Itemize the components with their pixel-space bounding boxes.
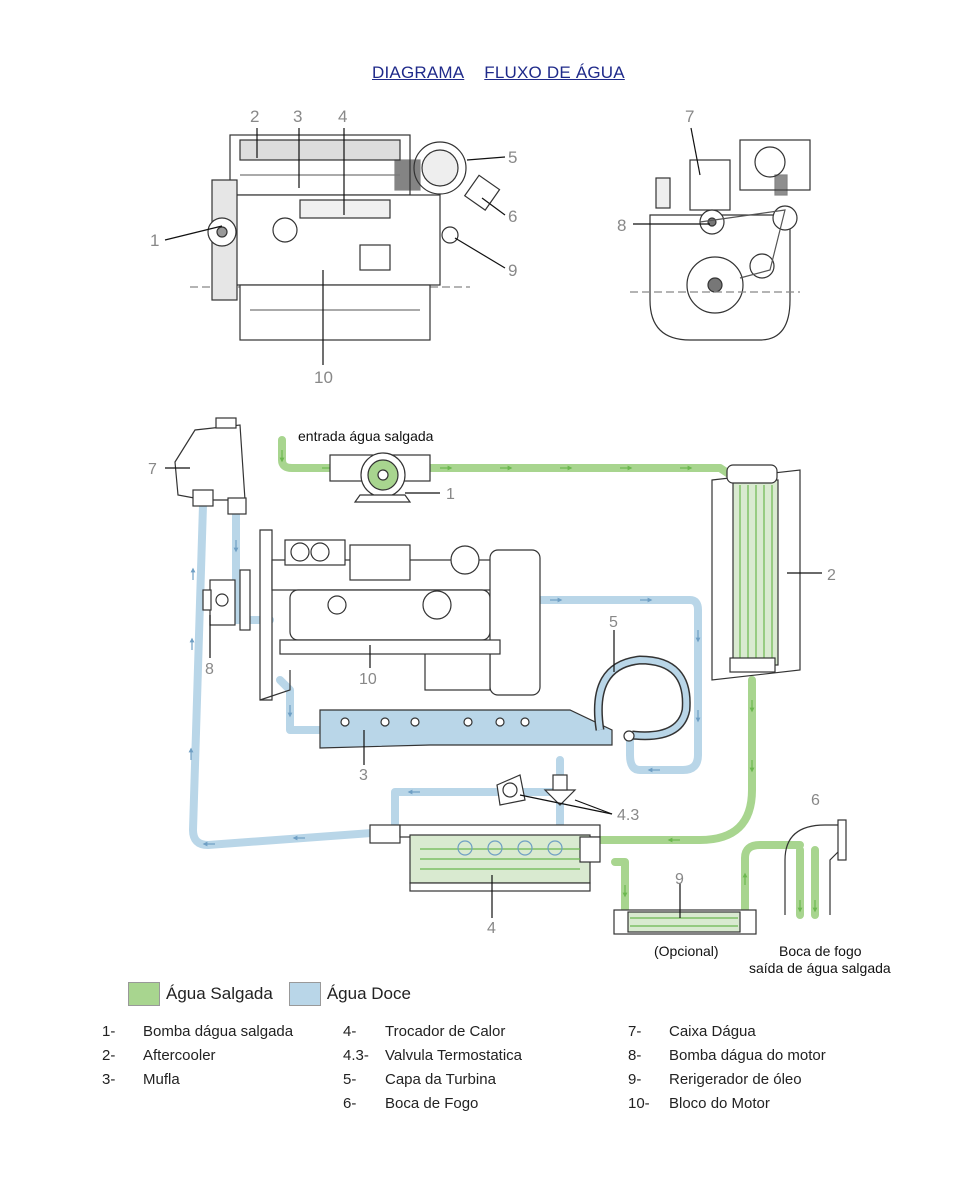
flow-numbers: 7 1 2 8 10 5 3 4.3 4 9 6 xyxy=(148,461,836,937)
flow-label-4: 4 xyxy=(487,920,496,937)
item-7-label: Caixa Dágua xyxy=(669,1023,756,1040)
legend-label-fresh: Água Doce xyxy=(326,984,411,1003)
item-9-label: Rerigerador de óleo xyxy=(669,1071,802,1088)
engine-front-view xyxy=(630,139,811,341)
turbo-cap-5 xyxy=(593,655,691,742)
flow-label-10: 10 xyxy=(359,671,377,688)
engine-block-10 xyxy=(259,529,541,701)
exhaust-elbow-6 xyxy=(784,819,847,915)
thermostat-valves-43 xyxy=(496,774,577,806)
item-3-num: 3- xyxy=(102,1071,116,1088)
top-label-6: 6 xyxy=(508,207,517,226)
item-3-label: Mufla xyxy=(143,1071,180,1088)
item-2-label: Aftercooler xyxy=(143,1047,216,1064)
item-43-num: 4.3- xyxy=(343,1047,369,1064)
top-label-2: 2 xyxy=(250,107,259,126)
diagram-title: DIAGRAMA FLUXO DE ÁGUA xyxy=(372,63,625,83)
exhaust-label-line2: saída de água salgada xyxy=(749,960,891,976)
item-10-label: Bloco do Motor xyxy=(669,1095,770,1112)
top-label-10: 10 xyxy=(314,368,333,387)
item-10-num: 10- xyxy=(628,1095,650,1112)
item-9-num: 9- xyxy=(628,1071,642,1088)
inlet-label: entrada água salgada xyxy=(298,428,434,444)
flow-label-3: 3 xyxy=(359,767,368,784)
item-43-label: Valvula Termostatica xyxy=(385,1047,523,1064)
optional-label: (Opcional) xyxy=(654,943,719,959)
title-part-2: FLUXO DE ÁGUA xyxy=(484,63,625,82)
legend-swatch-fresh xyxy=(288,982,321,1006)
flow-label-43: 4.3 xyxy=(617,807,639,824)
top-label-8: 8 xyxy=(617,216,626,235)
item-1-label: Bomba dágua salgada xyxy=(143,1023,294,1040)
salt-pump-1 xyxy=(329,452,431,503)
water-flow-diagram: 1 2 3 4 5 6 9 10 7 8 xyxy=(148,107,891,976)
engine-pump-8 xyxy=(202,569,251,631)
item-6-label: Boca de Fogo xyxy=(385,1095,479,1112)
flow-label-1: 1 xyxy=(446,486,455,503)
top-label-4: 4 xyxy=(338,107,347,126)
water-box-7 xyxy=(174,417,247,515)
item-5-label: Capa da Turbina xyxy=(385,1071,496,1088)
legend-swatch-salt xyxy=(128,982,160,1006)
item-6-num: 6- xyxy=(343,1095,357,1112)
aftercooler-2 xyxy=(711,464,801,681)
item-4-label: Trocador de Calor xyxy=(385,1023,506,1040)
front-callouts xyxy=(633,127,710,225)
item-5-num: 5- xyxy=(343,1071,357,1088)
item-8-num: 8- xyxy=(628,1047,642,1064)
top-label-5: 5 xyxy=(508,148,517,167)
item-4-num: 4- xyxy=(343,1023,357,1040)
top-label-9: 9 xyxy=(508,261,517,280)
top-label-3: 3 xyxy=(293,107,302,126)
flow-label-8: 8 xyxy=(205,661,214,678)
salt-water-arrows xyxy=(279,450,818,913)
legend: Água Salgada Água Doce xyxy=(128,982,427,1006)
top-label-1: 1 xyxy=(150,231,159,250)
top-side-callouts xyxy=(164,128,506,365)
title-part-1: DIAGRAMA xyxy=(372,63,465,82)
fresh-water-arrows xyxy=(188,540,701,847)
top-label-7: 7 xyxy=(685,107,694,126)
item-7-num: 7- xyxy=(628,1023,642,1040)
muffler-3 xyxy=(319,709,613,749)
flow-callouts xyxy=(165,467,822,918)
top-side-numbers: 1 2 3 4 5 6 9 10 xyxy=(150,107,517,387)
flow-text: entrada água salgada (Opcional) Boca de … xyxy=(298,428,891,976)
flow-label-2: 2 xyxy=(827,567,836,584)
oil-cooler-9 xyxy=(613,909,757,935)
engine-side-view xyxy=(190,134,501,341)
exhaust-label-line1: Boca de fogo xyxy=(779,943,862,959)
flow-label-9: 9 xyxy=(675,871,684,888)
flow-label-7: 7 xyxy=(148,461,157,478)
heat-exchanger-4 xyxy=(369,824,601,892)
flow-label-6: 6 xyxy=(811,792,820,809)
legend-label-salt: Água Salgada xyxy=(166,984,273,1003)
item-8-label: Bomba dágua do motor xyxy=(669,1047,826,1064)
item-1-num: 1- xyxy=(102,1023,116,1040)
flow-label-5: 5 xyxy=(609,614,618,631)
item-2-num: 2- xyxy=(102,1047,116,1064)
front-numbers: 7 8 xyxy=(617,107,694,235)
